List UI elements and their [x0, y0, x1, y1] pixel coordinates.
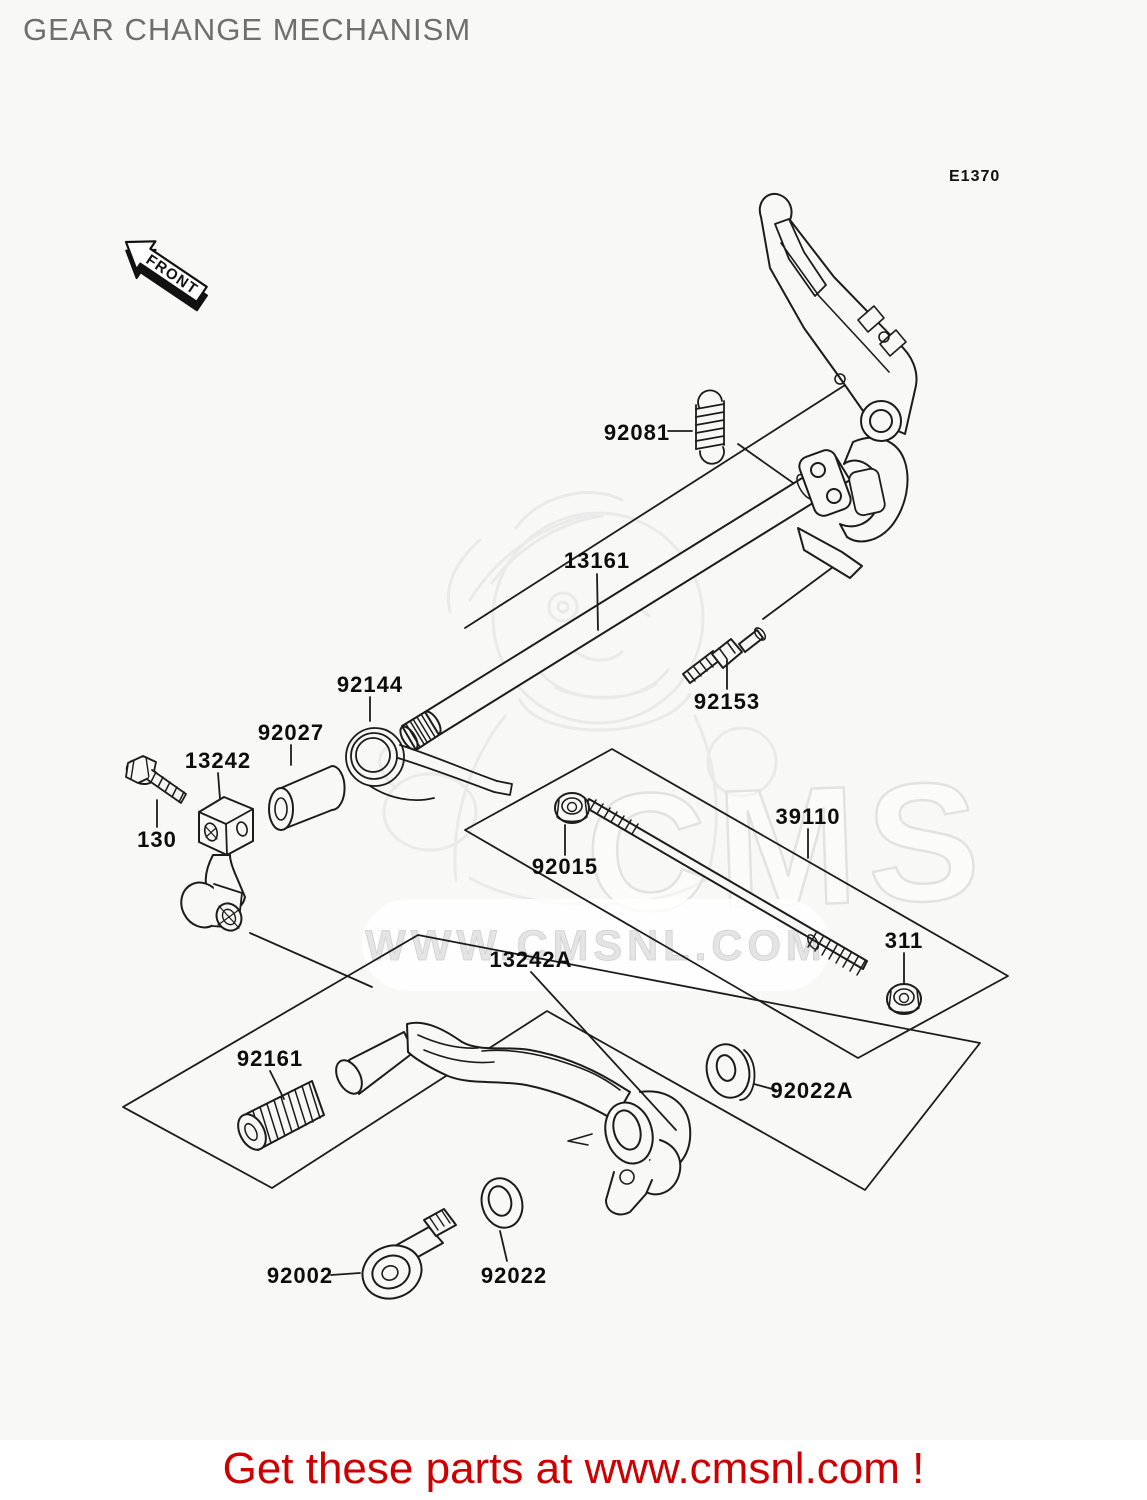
page-title: GEAR CHANGE MECHANISM — [23, 12, 472, 47]
part-label-92081: 92081 — [604, 420, 670, 445]
part-label-13242: 13242 — [185, 748, 251, 773]
front-arrow-icon: FRONT — [124, 240, 208, 312]
part-label-13161: 13161 — [564, 548, 630, 573]
part-label-92015: 92015 — [532, 854, 598, 879]
part-nut-311 — [886, 983, 922, 1015]
plane-shift-rod — [464, 748, 1009, 1059]
footer-promo-link[interactable]: Get these parts at www.cmsnl.com ! — [222, 1444, 925, 1493]
part-label-92153: 92153 — [694, 689, 760, 714]
part-label-92022: 92022 — [481, 1263, 547, 1288]
part-label-92161: 92161 — [237, 1046, 303, 1071]
part-labels: 92081 13161 92153 92144 92027 13242 130 … — [137, 420, 924, 1288]
part-label-92002: 92002 — [267, 1263, 333, 1288]
watermark-pill — [362, 899, 830, 991]
part-label-39110: 39110 — [776, 804, 841, 829]
part-washer-92022A — [705, 1043, 756, 1101]
plane-pedal — [122, 934, 981, 1191]
part-bolt-92153 — [682, 627, 767, 684]
part-footpeg-92161 — [237, 1080, 325, 1151]
part-lever-13242 — [180, 796, 254, 932]
part-torsion-spring-92144 — [345, 727, 513, 801]
footer-banner: Get these parts at www.cmsnl.com ! — [0, 1440, 1147, 1500]
part-pedal-13242A — [335, 1021, 692, 1216]
part-label-92027: 92027 — [258, 720, 324, 745]
label-leader-lines — [156, 430, 905, 1276]
part-shift-arm — [758, 192, 918, 579]
part-shift-shaft-13161 — [399, 456, 851, 751]
part-bolt-130 — [125, 755, 187, 804]
part-bolt-92002 — [361, 1208, 457, 1300]
part-return-spring-92081 — [695, 389, 725, 465]
part-label-311: 311 — [885, 928, 924, 953]
diagram-code: E1370 — [949, 168, 1001, 185]
part-nut-92015 — [554, 792, 590, 824]
part-washer-92022 — [480, 1177, 524, 1229]
part-label-13242A: 13242A — [489, 947, 572, 972]
exploded-parts-drawing: CMS WWW.CMSNL.COM — [122, 192, 1009, 1300]
construction-planes — [122, 748, 1009, 1191]
part-label-92144: 92144 — [337, 672, 403, 697]
assembly-reference-lines — [249, 379, 854, 988]
watermark-url-text: WWW.CMSNL.COM — [365, 922, 826, 970]
part-label-130: 130 — [137, 827, 177, 852]
part-label-92022A: 92022A — [770, 1078, 853, 1103]
part-bushing-92027 — [268, 765, 346, 831]
